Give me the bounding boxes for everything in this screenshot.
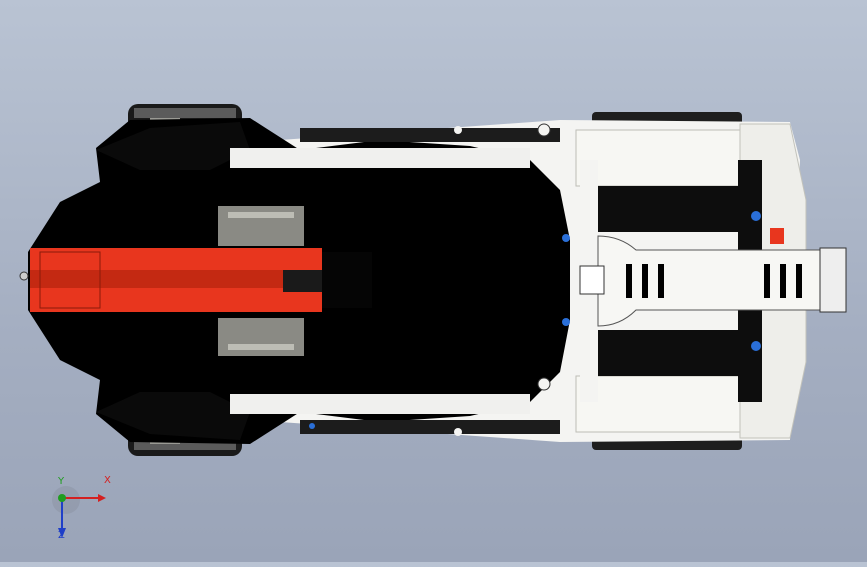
y-axis-label: Y (58, 476, 65, 487)
triad-axes (52, 486, 106, 538)
detail-holes (454, 123, 551, 436)
orientation-triad: X Y Z (40, 475, 120, 548)
front-frame (580, 160, 762, 402)
red-rear-beam (19, 248, 372, 312)
y-axis-dot (58, 494, 66, 502)
gear-blocks (218, 206, 304, 356)
z-axis-label: Z (58, 530, 65, 541)
blue-pins (309, 211, 784, 429)
z-axis-head (58, 528, 66, 538)
triad-shadow (52, 486, 80, 514)
front-bumper (579, 235, 847, 327)
x-axis-label: X (104, 475, 111, 486)
x-axis-head (98, 494, 106, 502)
